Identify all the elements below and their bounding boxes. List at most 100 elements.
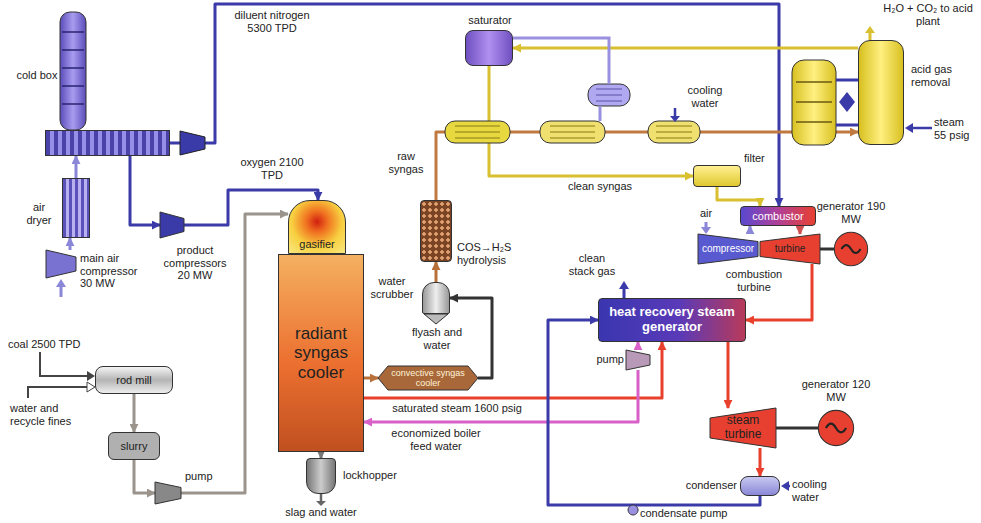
arrow-head: [619, 281, 629, 289]
shape-fill: [760, 234, 820, 264]
steam-turbine: steam turbine: [710, 408, 776, 448]
water-loop: [513, 38, 609, 121]
shape-fill: [46, 250, 76, 278]
arrow-head: [905, 123, 913, 133]
condenser: condenser: [740, 476, 780, 496]
sine-symbol: [841, 245, 860, 253]
gasifier: gasifier: [288, 200, 346, 254]
annotation-label: air: [694, 207, 718, 220]
flow-label: saturated steam 1600 psig: [372, 402, 542, 415]
node-label: steam turbine: [712, 414, 774, 442]
flow-line: [75, 156, 78, 178]
node-label: gasifier: [299, 238, 334, 251]
node-label: generator 190 MW: [812, 200, 890, 225]
node-label: generator 120 MW: [796, 378, 876, 403]
flow-line: [130, 156, 160, 225]
exchanger: [540, 121, 605, 143]
flow-line: [749, 226, 752, 234]
water-feed-line: [28, 387, 88, 398]
exchanger-tubes: [596, 89, 622, 101]
flow-label: economized boiler feed water: [388, 427, 484, 452]
convective-syngas-cooler: convective syngas cooler: [378, 366, 478, 390]
flow-label: oxygen 2100 TPD: [232, 156, 312, 181]
shape-fill: [710, 408, 776, 448]
node-label: condenser: [683, 479, 737, 492]
arrow-head: [781, 481, 789, 491]
flow-label: raw syngas: [382, 150, 430, 175]
flow-line: [759, 448, 762, 476]
node-label: rod mill: [116, 374, 151, 387]
flow-line: [776, 427, 818, 430]
shape-outline: [46, 250, 76, 278]
flow-line: [820, 248, 834, 251]
node-label: main air compressor 30 MW: [80, 252, 146, 290]
sine-symbol: [826, 424, 846, 433]
node-label: cold box: [16, 69, 58, 82]
exchanger-tubes: [550, 126, 595, 138]
flow-line: [717, 187, 760, 206]
exchanger: [588, 84, 630, 106]
node-label: pump: [185, 470, 225, 483]
flow-line: [513, 47, 858, 50]
cos-hydrolysis-reactor: COS→H₂S hydrolysis: [420, 200, 452, 262]
node-label: slurry: [121, 440, 148, 453]
flow-line: [435, 262, 438, 282]
shape-outline: [834, 232, 868, 266]
node-label: convective syngas cooler: [380, 368, 476, 389]
cold-box: cold box: [45, 130, 170, 156]
flow-line: [637, 342, 640, 350]
shape-fill: [155, 482, 181, 504]
exchanger: [445, 121, 510, 143]
flow-line: [548, 320, 760, 505]
annotation-label: flyash and water: [404, 326, 470, 351]
generator: generator 120 MW: [818, 410, 854, 446]
flow-line: [727, 342, 730, 408]
column-shell: [792, 60, 836, 145]
cold-box-column: [60, 12, 86, 130]
flow-label: diluent nitrogen 5300 TPD: [222, 9, 322, 34]
filter: filter: [693, 165, 741, 187]
feedwater-pump: pump: [626, 350, 650, 370]
node-label: lockhopper: [343, 469, 413, 482]
shape-outline: [155, 482, 181, 504]
radiant-syngas-cooler: radiant syngas cooler: [278, 254, 364, 452]
shape-outline: [818, 410, 854, 446]
water-scrubber: water scrubber: [422, 282, 450, 314]
annotation-label: steam 55 psig: [934, 116, 978, 141]
annotation-label: cooling water: [680, 84, 730, 109]
air-dryer: air dryer: [62, 178, 90, 238]
outlet-arrow: [869, 32, 872, 40]
generator: generator 190 MW: [834, 232, 868, 266]
coal-feed-line: [40, 352, 88, 376]
annotation-label: slag and water: [281, 506, 361, 519]
column-link: [836, 80, 858, 125]
shape-outline: [626, 350, 650, 370]
heat-exchangers: [445, 84, 700, 143]
exchanger: [648, 121, 700, 143]
flow-line: [133, 394, 136, 432]
column-shell: [60, 12, 86, 130]
arrow-head: [865, 26, 875, 33]
main-air-compressor: main air compressor 30 MW: [46, 250, 76, 278]
node-label: product compressors 20 MW: [160, 244, 230, 282]
annotation-label: clean stack gas: [566, 252, 618, 277]
heat-recovery-steam-generator: heat recovery steam generator: [598, 298, 746, 342]
flow-label: clean syngas: [560, 180, 640, 193]
saturator: saturator: [465, 30, 513, 66]
annotation-label: combustion turbine: [712, 268, 796, 293]
annotation-label: H₂O + CO₂ to acid plant: [880, 2, 976, 27]
slurry-pump: pump: [155, 482, 181, 504]
acid-gas-column: [792, 60, 858, 145]
arrow-head: [87, 371, 95, 381]
exchanger-tubes: [455, 126, 500, 138]
node-label: water scrubber: [365, 275, 419, 300]
node-label: combustor: [752, 210, 803, 223]
link-valve: [839, 92, 855, 112]
acid-gas-removal-column: acid gas removal: [858, 40, 904, 145]
shape-fill: [160, 212, 184, 238]
nitrogen-compressor: [180, 131, 205, 155]
stack-arrow: [623, 288, 626, 298]
arrow-head: [670, 116, 680, 122]
arrow-head: [56, 279, 66, 287]
